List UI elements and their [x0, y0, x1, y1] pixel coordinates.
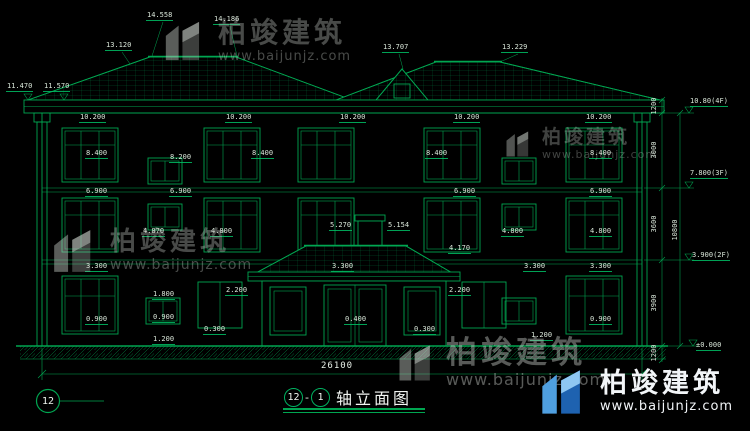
- dim-label: 2.200: [225, 286, 249, 296]
- level-marker-icon: [23, 93, 69, 101]
- dimension-right: [644, 96, 698, 364]
- dim-label: 10.200: [453, 113, 481, 123]
- dim-label: 10.200: [79, 113, 107, 123]
- dim-label: 6.900: [85, 187, 109, 197]
- dim-label: 0.900: [85, 315, 109, 325]
- dim-label: 4.800: [589, 227, 613, 237]
- dim-label: 4.800: [210, 227, 234, 237]
- grid-bubble-label: 12: [42, 396, 54, 407]
- dim-label: 4.870: [142, 227, 166, 237]
- dim-label: 6.900: [169, 187, 193, 197]
- axis-bubble-end: 1: [310, 387, 330, 407]
- windows-3f: [61, 127, 623, 185]
- axis-bubble-start: 12: [284, 387, 303, 407]
- level-label-2f: 3.900(2F): [692, 251, 730, 261]
- vdim-label: 1200: [650, 98, 658, 115]
- ground-hatch: [16, 345, 668, 360]
- dim-label: 3.300: [589, 262, 613, 272]
- dim-label: 0.900: [152, 313, 176, 323]
- dim-label: 2.200: [448, 286, 472, 296]
- title-underline: [283, 408, 425, 410]
- drawing-title-text: 轴立面图: [335, 389, 412, 408]
- roof-leaders: [121, 21, 519, 70]
- dim-label: 0.300: [413, 325, 437, 335]
- vdim-total: 10800: [671, 219, 679, 240]
- dim-label: 8.400: [251, 149, 275, 159]
- dim-label: 3.300: [523, 262, 547, 272]
- total-width-label: 26100: [321, 361, 354, 371]
- dim-label: 4.170: [448, 244, 472, 254]
- dim-label: 0.400: [344, 315, 368, 325]
- grid-bubble: [35, 388, 104, 414]
- dim-label: 10.200: [339, 113, 367, 123]
- dim-label: 1.200: [152, 335, 176, 345]
- drawing-title: 12 - 1 轴立面图: [284, 385, 412, 409]
- dim-label: 14.186: [213, 15, 241, 25]
- axis-dash: -: [305, 390, 309, 404]
- porch: [247, 244, 461, 347]
- dim-label: 3.300: [85, 262, 109, 272]
- dim-label: 10.200: [585, 113, 613, 123]
- level-label-ground: ±0.000: [696, 341, 722, 351]
- dim-label: 5.270: [329, 221, 353, 231]
- chimney: [354, 214, 386, 248]
- dim-label: 10.200: [225, 113, 253, 123]
- windows-1f: [61, 275, 623, 335]
- vdim-label: 3900: [650, 295, 658, 312]
- dim-label: 13.120: [105, 41, 133, 51]
- dim-label: 8.200: [169, 153, 193, 163]
- level-label-4f: 10.80(4F): [690, 97, 728, 107]
- dim-label: 1.200: [530, 331, 554, 341]
- dim-label: 1.800: [152, 290, 176, 300]
- dim-label: 5.154: [387, 221, 411, 231]
- title-underline-thin: [283, 412, 425, 413]
- dim-label: 3.300: [331, 262, 355, 272]
- dimension-bottom: [37, 348, 647, 380]
- dim-label: 13.707: [382, 43, 410, 53]
- dim-label: 6.900: [589, 187, 613, 197]
- roof-left: [27, 55, 353, 101]
- dim-label: 8.400: [425, 149, 449, 159]
- dim-label: 13.229: [501, 43, 529, 53]
- dim-label: 8.400: [85, 149, 109, 159]
- vdim-label: 3600: [650, 216, 658, 233]
- vdim-label: 1200: [650, 345, 658, 362]
- vdim-label: 3000: [650, 142, 658, 159]
- dim-label: 4.800: [501, 227, 525, 237]
- dim-label: 11.470: [6, 82, 34, 92]
- level-label-3f: 7.800(3F): [690, 169, 728, 179]
- dim-label: 11.570: [43, 82, 71, 92]
- dim-label: 14.558: [146, 11, 174, 21]
- dim-label: 0.300: [203, 325, 227, 335]
- dim-label: 0.900: [589, 315, 613, 325]
- dim-label: 8.400: [589, 149, 613, 159]
- dim-label: 6.900: [453, 187, 477, 197]
- eaves-band: [23, 99, 665, 114]
